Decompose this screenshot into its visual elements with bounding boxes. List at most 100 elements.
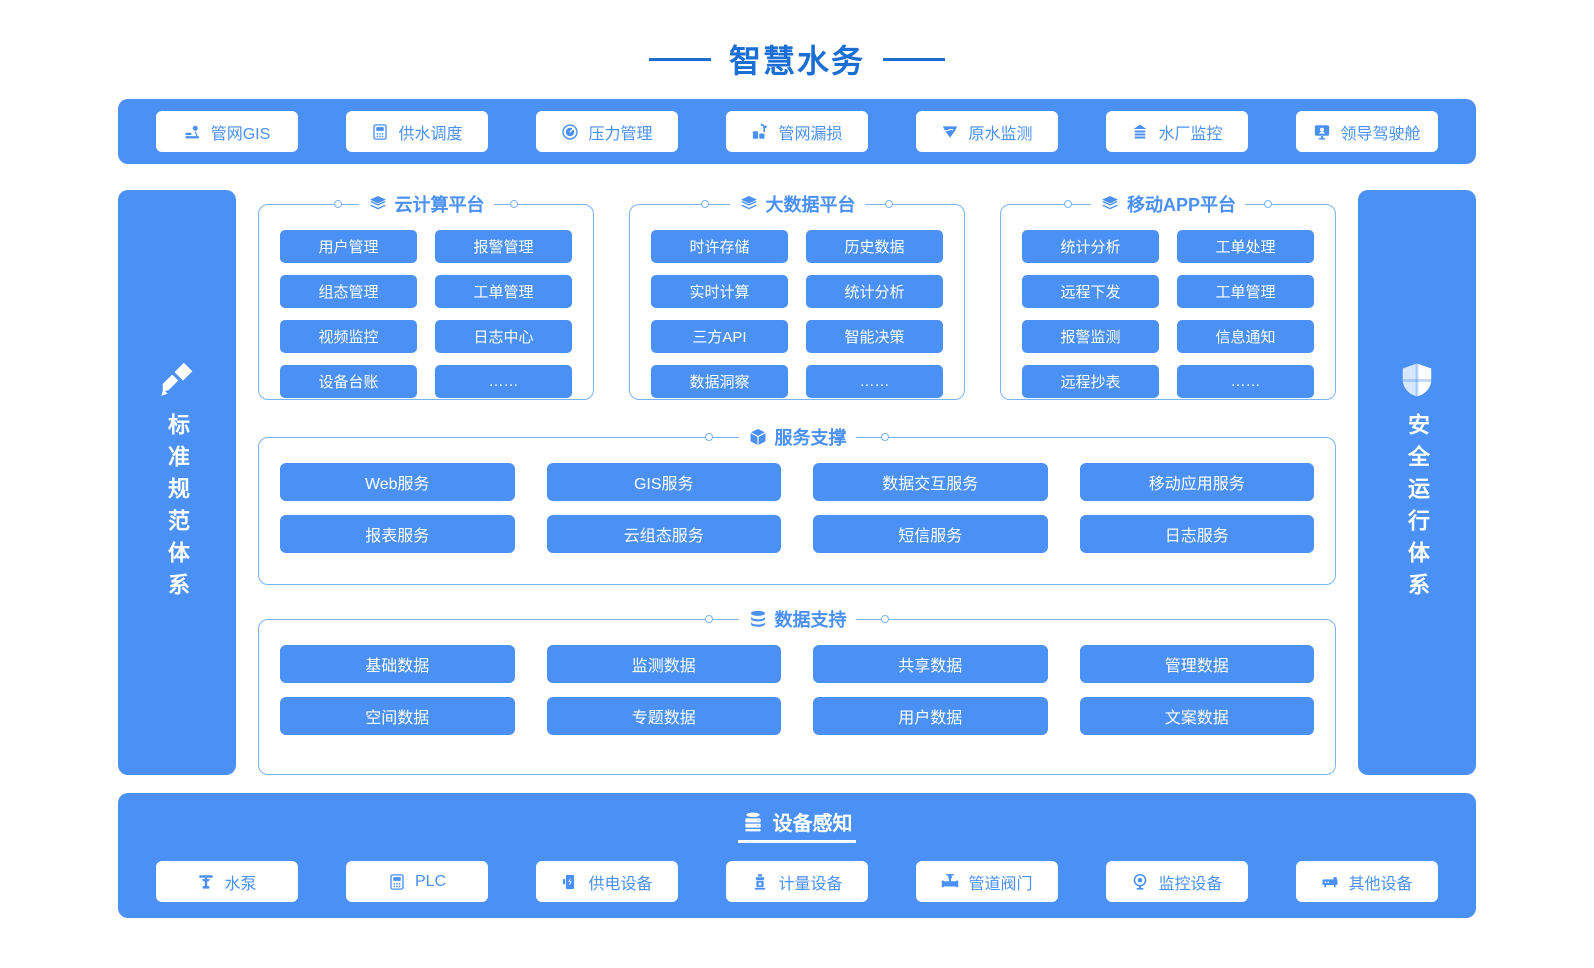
chip-item[interactable]: 报表服务: [280, 515, 515, 553]
topbar-item-label: 水厂监控: [1158, 125, 1223, 143]
device-item-jiliang[interactable]: 计量设备: [726, 861, 868, 902]
device-perception-title: 设备感知: [772, 813, 853, 835]
panel-notch-right: [885, 200, 893, 208]
topbar-item-label: 原水监测: [968, 125, 1033, 143]
topbar-item-yali-guanli[interactable]: 压力管理: [536, 111, 678, 152]
chip-item-more[interactable]: ……: [435, 365, 572, 398]
panel-notch-right: [881, 615, 889, 623]
device-item-label: 监控设备: [1158, 875, 1223, 893]
valve-icon: [942, 873, 959, 887]
chip-item[interactable]: 工单管理: [435, 275, 572, 308]
chip-item[interactable]: 统计分析: [806, 275, 943, 308]
chip-item[interactable]: 智能决策: [806, 320, 943, 353]
chip-item[interactable]: 工单管理: [1177, 275, 1314, 308]
title-text: 智慧水务: [728, 43, 865, 79]
chip-grid: 统计分析 工单处理 远程下发 工单管理 报警监测 信息通知 远程抄表 ……: [1022, 230, 1314, 398]
chip-item[interactable]: 三方API: [651, 320, 788, 353]
chip-item[interactable]: 设备台账: [280, 365, 417, 398]
device-item-qita[interactable]: 其他设备: [1296, 861, 1438, 902]
topbar-item-shuichang-jiankong[interactable]: 水厂监控: [1106, 111, 1248, 152]
device-perception-bar: 设备感知 水泵: [118, 793, 1476, 918]
application-layer-bar: 管网GIS 供水调度 压力管理: [118, 99, 1476, 164]
panel-bigdata-platform: 大数据平台 时许存储 历史数据 实时计算 统计分析 三方API 智能决策 数据洞…: [629, 190, 965, 400]
chip-item[interactable]: 历史数据: [806, 230, 943, 263]
chip-item[interactable]: 报警监测: [1022, 320, 1159, 353]
chip-item[interactable]: 专题数据: [546, 697, 781, 735]
chip-item[interactable]: 时许存储: [651, 230, 788, 263]
device-item-gongdian[interactable]: 供电设备: [536, 861, 678, 902]
chip-item[interactable]: 组态管理: [280, 275, 417, 308]
panel-notch-left: [705, 433, 713, 441]
shield-icon: [1402, 363, 1432, 398]
chip-item-more[interactable]: ……: [1177, 365, 1314, 398]
chip-item[interactable]: 用户管理: [280, 230, 417, 263]
panel-mobile-app-platform: 移动APP平台 统计分析 工单处理 远程下发 工单管理 报警监测 信息通知 远程…: [1000, 190, 1336, 400]
device-item-jiankong[interactable]: 监控设备: [1106, 861, 1248, 902]
chip-item[interactable]: 数据洞察: [651, 365, 788, 398]
topbar-item-lingdao-jiashicang[interactable]: 领导驾驶舱: [1296, 111, 1438, 152]
device-item-shuibeng[interactable]: 水泵: [156, 861, 298, 902]
chip-item[interactable]: 信息通知: [1177, 320, 1314, 353]
plc-device-icon: [373, 123, 388, 140]
chip-item[interactable]: 空间数据: [280, 697, 515, 735]
topbar-item-label: 管网漏损: [778, 125, 843, 143]
panel-data-support: 数据支持 基础数据 监测数据 共享数据 管理数据 空间数据 专题数据 用户数据 …: [258, 605, 1336, 775]
panel-body: 统计分析 工单处理 远程下发 工单管理 报警监测 信息通知 远程抄表 ……: [1000, 230, 1336, 398]
chip-item[interactable]: 统计分析: [1022, 230, 1159, 263]
chip-grid: Web服务 GIS服务 数据交互服务 移动应用服务 报表服务 云组态服务 短信服…: [280, 463, 1314, 553]
chip-item[interactable]: 用户数据: [813, 697, 1048, 735]
chip-item[interactable]: 远程下发: [1022, 275, 1159, 308]
pipe-leak-icon: [753, 123, 768, 139]
chip-item[interactable]: 云组态服务: [546, 515, 781, 553]
chip-grid: 时许存储 历史数据 实时计算 统计分析 三方API 智能决策 数据洞察 ……: [651, 230, 943, 398]
device-item-plc[interactable]: PLC: [346, 861, 488, 902]
chip-item[interactable]: 移动应用服务: [1079, 463, 1314, 501]
chip-item-more[interactable]: ……: [806, 365, 943, 398]
chip-item[interactable]: 日志中心: [435, 320, 572, 353]
title-rule-right: [883, 57, 945, 61]
chip-item[interactable]: 管理数据: [1079, 645, 1314, 683]
panel-notch-left: [701, 200, 709, 208]
chip-item[interactable]: 工单处理: [1177, 230, 1314, 263]
chip-item[interactable]: 文案数据: [1079, 697, 1314, 735]
server-rack-icon: [744, 812, 761, 831]
chip-item[interactable]: 实时计算: [651, 275, 788, 308]
meter-icon: [755, 873, 766, 890]
topbar-item-gongshui-diaodu[interactable]: 供水调度: [346, 111, 488, 152]
panel-body: 时许存储 历史数据 实时计算 统计分析 三方API 智能决策 数据洞察 ……: [629, 230, 965, 398]
device-item-label: 其他设备: [1348, 875, 1413, 893]
device-item-guandao-famen[interactable]: 管道阀门: [916, 861, 1058, 902]
panel-notch-left: [705, 615, 713, 623]
platform-layers-area: 标准规范体系 安全运行体系: [118, 190, 1476, 775]
panel-body: 用户管理 报警管理 组态管理 工单管理 视频监控 日志中心 设备台账 ……: [258, 230, 594, 398]
topbar-item-yuanshui-jiance[interactable]: 原水监测: [916, 111, 1058, 152]
chip-item[interactable]: 共享数据: [813, 645, 1048, 683]
device-perception-header: 设备感知: [118, 807, 1476, 843]
chip-item[interactable]: 基础数据: [280, 645, 515, 683]
chip-item[interactable]: 日志服务: [1079, 515, 1314, 553]
chip-item[interactable]: 短信服务: [813, 515, 1048, 553]
device-item-label: 管道阀门: [968, 875, 1033, 893]
chip-item[interactable]: GIS服务: [546, 463, 781, 501]
water-wave-icon: [943, 125, 958, 138]
panel-body: Web服务 GIS服务 数据交互服务 移动应用服务 报表服务 云组态服务 短信服…: [258, 463, 1336, 573]
gauge-icon: [562, 123, 579, 140]
ruler-pencil-icon: [161, 362, 193, 396]
chip-item[interactable]: 视频监控: [280, 320, 417, 353]
topbar-item-guanwang-loushun[interactable]: 管网漏损: [726, 111, 868, 152]
device-item-label: 水泵: [224, 875, 257, 893]
panel-cloud-platform: 云计算平台 用户管理 报警管理 组态管理 工单管理 视频监控 日志中心 设备台账…: [258, 190, 594, 400]
panel-notch-left: [1064, 200, 1072, 208]
chip-grid: 用户管理 报警管理 组态管理 工单管理 视频监控 日志中心 设备台账 ……: [280, 230, 572, 398]
device-item-label: PLC: [414, 872, 447, 890]
topbar-item-guanwang-gis[interactable]: 管网GIS: [156, 111, 298, 152]
chip-item[interactable]: 监测数据: [546, 645, 781, 683]
chip-item[interactable]: 报警管理: [435, 230, 572, 263]
chip-item[interactable]: 数据交互服务: [813, 463, 1048, 501]
chip-grid: 基础数据 监测数据 共享数据 管理数据 空间数据 专题数据 用户数据 文案数据: [280, 645, 1314, 735]
device-item-label: 计量设备: [778, 875, 843, 893]
chip-item[interactable]: Web服务: [280, 463, 515, 501]
plc-device-icon: [390, 873, 404, 890]
chip-item[interactable]: 远程抄表: [1022, 365, 1159, 398]
